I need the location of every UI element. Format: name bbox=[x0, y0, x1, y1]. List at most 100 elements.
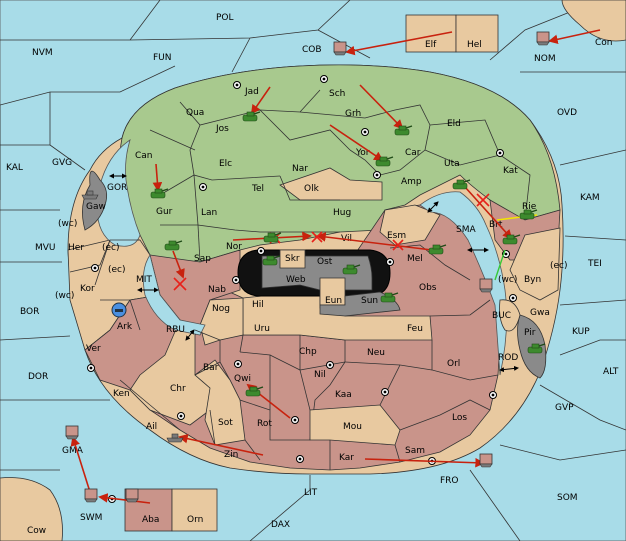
sea-label: SWM bbox=[80, 513, 102, 523]
fleets[interactable] bbox=[65, 31, 550, 503]
province-label: Byn bbox=[524, 275, 541, 285]
sea-label: GVP bbox=[555, 403, 574, 413]
island-south bbox=[0, 477, 218, 541]
province-label: Uta bbox=[444, 159, 460, 169]
double-arrow-icon bbox=[427, 201, 439, 213]
land-labels: Elf Hel Jad Sch Qua Grh Jos Eld Can Car … bbox=[68, 40, 550, 525]
sea-label: BUC bbox=[492, 311, 511, 321]
sea-label: FUN bbox=[153, 53, 172, 63]
province-label: Uru bbox=[254, 324, 270, 334]
army-icon bbox=[502, 234, 521, 245]
province-label: Los bbox=[452, 413, 467, 423]
province-label: Grh bbox=[345, 109, 361, 119]
sea-label: Cow bbox=[27, 526, 46, 536]
sea-label: MIT bbox=[136, 275, 152, 285]
cut-mark-icon bbox=[311, 231, 323, 243]
coast-label: (ec) bbox=[550, 261, 568, 271]
province-label: Gaw bbox=[86, 202, 106, 212]
sea-label: DAX bbox=[271, 520, 290, 530]
province-label: Orn bbox=[187, 515, 203, 525]
fleet-icon bbox=[81, 190, 99, 200]
province-label: Neu bbox=[367, 348, 385, 358]
tan-esm bbox=[379, 204, 441, 246]
coast-labels: (wc) (ec) (ec) (wc) (ec) (wc) bbox=[55, 219, 568, 301]
sea-label: BOR bbox=[20, 307, 39, 317]
coast-label: (wc) bbox=[58, 219, 77, 229]
province-label: Qwi bbox=[234, 374, 251, 384]
province-label: Her bbox=[68, 243, 84, 253]
supply-center-icon bbox=[233, 81, 241, 89]
supply-center-icon bbox=[361, 128, 369, 136]
sea-label: NVM bbox=[32, 48, 53, 58]
army-icon bbox=[262, 255, 281, 266]
fleet-icon bbox=[166, 433, 184, 443]
province-label: Nab bbox=[208, 285, 226, 295]
fleet-icon bbox=[536, 31, 550, 46]
coast-label: (ec) bbox=[108, 265, 126, 275]
province-label: Web bbox=[286, 275, 306, 285]
province-label: Gur bbox=[156, 207, 173, 217]
province-label: Eld bbox=[447, 119, 461, 129]
skr-tan bbox=[279, 249, 306, 269]
province-label: Orl bbox=[447, 359, 460, 369]
sea-label: SOM bbox=[557, 493, 578, 503]
army-icon bbox=[527, 343, 546, 354]
province-label: Nor bbox=[226, 242, 242, 252]
supply-center-icon bbox=[234, 360, 242, 368]
province-label: Bar bbox=[203, 363, 219, 373]
province-label: Tel bbox=[251, 184, 264, 194]
province-label: Kaa bbox=[335, 390, 352, 400]
supply-center-icon bbox=[257, 247, 265, 255]
sea-label: COB bbox=[302, 45, 322, 55]
army-icon bbox=[263, 232, 282, 243]
province-label: Kar bbox=[339, 453, 354, 463]
province-label: Nil bbox=[314, 370, 326, 380]
supply-center-icon bbox=[326, 361, 334, 369]
move-arrows bbox=[70, 29, 601, 504]
province-label: Ost bbox=[317, 257, 333, 267]
province-label: Pir bbox=[524, 328, 536, 338]
province-label: Gwa bbox=[530, 308, 550, 318]
cut-mark-icon bbox=[476, 193, 490, 207]
province-label: Amp bbox=[401, 177, 422, 187]
supply-center-icon bbox=[320, 75, 328, 83]
province-label: Sot bbox=[218, 418, 233, 428]
province-label: Jad bbox=[244, 87, 259, 97]
supply-center-icon bbox=[177, 412, 185, 420]
province-label: Feu bbox=[407, 324, 423, 334]
supply-center-icon bbox=[386, 258, 394, 266]
province-label: Obs bbox=[419, 283, 437, 293]
army-icon bbox=[164, 240, 183, 251]
gwa-peninsula bbox=[499, 299, 521, 332]
province-label: Sun bbox=[361, 296, 378, 306]
province-label: Rot bbox=[257, 419, 272, 429]
fleet-icon bbox=[479, 278, 493, 293]
province-label: Lan bbox=[201, 208, 217, 218]
ark-unit-icon[interactable] bbox=[111, 302, 127, 318]
coast-label: (wc) bbox=[498, 275, 517, 285]
province-label: Olk bbox=[304, 184, 320, 194]
province-label: Esm bbox=[387, 231, 406, 241]
army-icon bbox=[380, 292, 399, 303]
sea-label: GMA bbox=[62, 446, 84, 456]
gaw-peninsula bbox=[82, 170, 108, 231]
province-label: Ver bbox=[86, 344, 101, 354]
province-label: Nog bbox=[212, 304, 230, 314]
province-label: Sap bbox=[194, 254, 211, 264]
supply-center-icon bbox=[91, 264, 99, 272]
cut-mark-icon bbox=[173, 277, 187, 291]
sea-label: NOM bbox=[534, 54, 556, 64]
coast-label: (wc) bbox=[55, 291, 74, 301]
green-region bbox=[118, 64, 561, 266]
sea-label: POL bbox=[216, 13, 234, 23]
province-label: Chr bbox=[170, 384, 186, 394]
sea-label: DOR bbox=[28, 372, 48, 382]
armies[interactable] bbox=[150, 111, 546, 397]
sea-labels: POL NVM FUN COB NOM Con OVD KAL GVG GOR … bbox=[6, 13, 619, 536]
supply-center-icon bbox=[509, 294, 517, 302]
supply-center-icon bbox=[291, 416, 299, 424]
province-label: Ken bbox=[113, 389, 130, 399]
province-label: Skr bbox=[285, 254, 300, 264]
